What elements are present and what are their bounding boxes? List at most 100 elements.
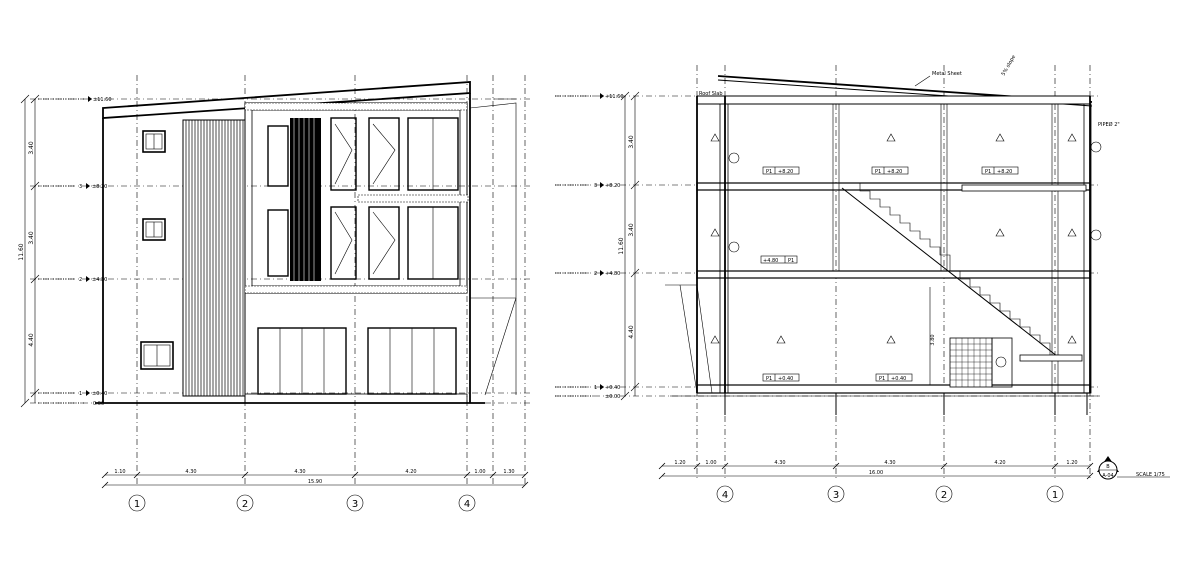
section-overall-width: 16.00 [869,470,883,476]
section-axis-bubbles: 4 3 2 1 [716,485,1064,503]
building-section: +11.60 3 +8.20 2 +4.80 1 +0.40 [555,54,1170,503]
section-width-dim: 1.00 [705,460,716,466]
level-tag: 3 [79,184,82,190]
section-level-markers: +11.60 3 +8.20 2 +4.80 1 +0.40 [555,93,624,400]
elevation-dim-2: 3.40 [28,231,35,245]
level-marker: 1 +0.40 [555,384,620,391]
level-marker: 2 +4.80 [555,270,620,277]
level-tag-floor: P1 +8.20 [762,166,800,175]
elevation-width-dim: 1.00 [474,469,485,475]
floor-mark: +0.40 [891,376,906,382]
roof-slab-label: Roof Slab [699,91,723,97]
section-width-dim: 4.20 [994,460,1005,466]
room-circles [728,141,1102,253]
level-tag: 2 [79,277,82,283]
level-value: ±0.40 [92,391,107,397]
level-marker: ±11.60 [38,96,112,103]
level-marker: 1 ±0.40 [38,390,107,397]
elevation-overall-height: 11.60 [18,243,25,260]
level-value: ±4.80 [92,277,107,283]
axis-label: 2 [242,499,248,510]
level-value: +11.60 [605,94,624,100]
elevation-width-dim: 1.10 [114,469,125,475]
floor-mark: +8.20 [778,169,793,175]
axis-label: 3 [352,499,358,510]
slope-label: 5% slope [1001,54,1018,77]
level-tag-floor: P1 +8.20 [981,166,1019,175]
ground-glazing [244,293,468,404]
side-annex [469,98,517,396]
level-value: +8.20 [605,183,620,189]
section-dim-2: 3.40 [628,223,635,237]
level-value: +0.40 [605,385,620,391]
level-value: ±8.20 [92,184,107,190]
metal-sheet-label: Metal Sheet [932,71,962,77]
level-marker: 3 ±8.20 [38,183,107,190]
level-marker: 2 ±4.80 [38,276,107,283]
level-tag: 1 [79,391,82,397]
pipe-tag-label: P1 [766,376,772,382]
elevation-dim-3: 4.40 [28,333,35,347]
section-overall-height: 11.60 [618,237,625,254]
level-tag: 1 [594,385,597,391]
level-marker: 3 +8.20 [555,182,620,189]
axis-label: 4 [722,490,728,501]
staircase [841,182,1087,362]
section-width-dim: 1.20 [674,460,685,466]
level-tag: 2 [594,271,597,277]
level-marker: 0.00 [38,401,104,407]
pipe-tag-label: P1 [766,169,772,175]
section-height-dimensions: 3.40 3.40 4.40 11.60 [618,91,640,401]
level-tag: 3 [594,183,597,189]
elevation-width-dimensions: 1.10 4.30 4.30 4.20 1.00 1.30 15.90 [101,469,529,489]
floor-mark: +8.20 [997,169,1012,175]
section-letter: B [1106,464,1110,470]
pipe-tag-label: P1 [788,258,794,264]
level-value: +4.80 [605,271,620,277]
stair-height: 3.80 [930,334,936,345]
tiled-wall [949,337,1013,388]
elevation-building [95,81,517,404]
floor-mark: +8.20 [887,169,902,175]
level-marker: ±0.00 [555,394,620,400]
section-dim-1: 3.40 [628,135,635,149]
level-value: ±0.00 [605,394,620,400]
section-sheet: A-04 [1102,473,1113,479]
pipe-tag-label: P1 [985,169,991,175]
scale-label: SCALE 1/75 [1136,472,1165,478]
axis-label: 1 [134,499,140,510]
section-dim-3: 4.40 [628,325,635,339]
section-width-dim: 4.30 [774,460,785,466]
elevation-overall-width: 15.90 [308,479,322,485]
warning-triangles [710,133,1077,344]
axis-label: 3 [833,490,839,501]
elevation-axis-bubbles: 1 2 3 4 [128,494,476,512]
elevation-width-dim: 4.30 [185,469,196,475]
pipe-tag-label: P1 [875,169,881,175]
front-elevation: 3.40 3.40 4.40 11.60 ±11.60 3 ±8.20 2 [18,75,530,512]
level-tag-floor: +4.80 P1 [760,255,798,264]
section-width-dim: 4.30 [884,460,895,466]
section-width-dimensions: 1.20 1.00 4.30 4.30 4.20 1.20 16.00 [658,460,1094,480]
level-tag-floor: P1 +0.40 [875,373,913,382]
level-tag-floor: P1 +0.40 [762,373,800,382]
vertical-cladding [185,120,244,396]
level-value: 0.00 [93,401,104,407]
section-symbol: B A-04 SCALE 1/75 [1097,456,1170,480]
level-value: ±11.60 [93,97,112,103]
axis-label: 4 [464,499,470,510]
section-structure: 3.80 [665,75,1100,415]
elevation-level-markers: ±11.60 3 ±8.20 2 ±4.80 1 ±0.40 [38,96,112,407]
elevation-width-dim: 4.30 [294,469,305,475]
section-width-dim: 1.20 [1066,460,1077,466]
side-windows [140,130,174,370]
pipe-tag-label: P1 [879,376,885,382]
elevation-width-dim: 1.30 [503,469,514,475]
level-tag-floor: P1 +8.20 [871,166,909,175]
axis-label: 2 [941,490,947,501]
pipe-label: PIPEØ 2" [1098,121,1120,128]
floor-mark: +0.40 [778,376,793,382]
level-marker: +11.60 [555,93,624,100]
upper-windows [267,117,459,280]
